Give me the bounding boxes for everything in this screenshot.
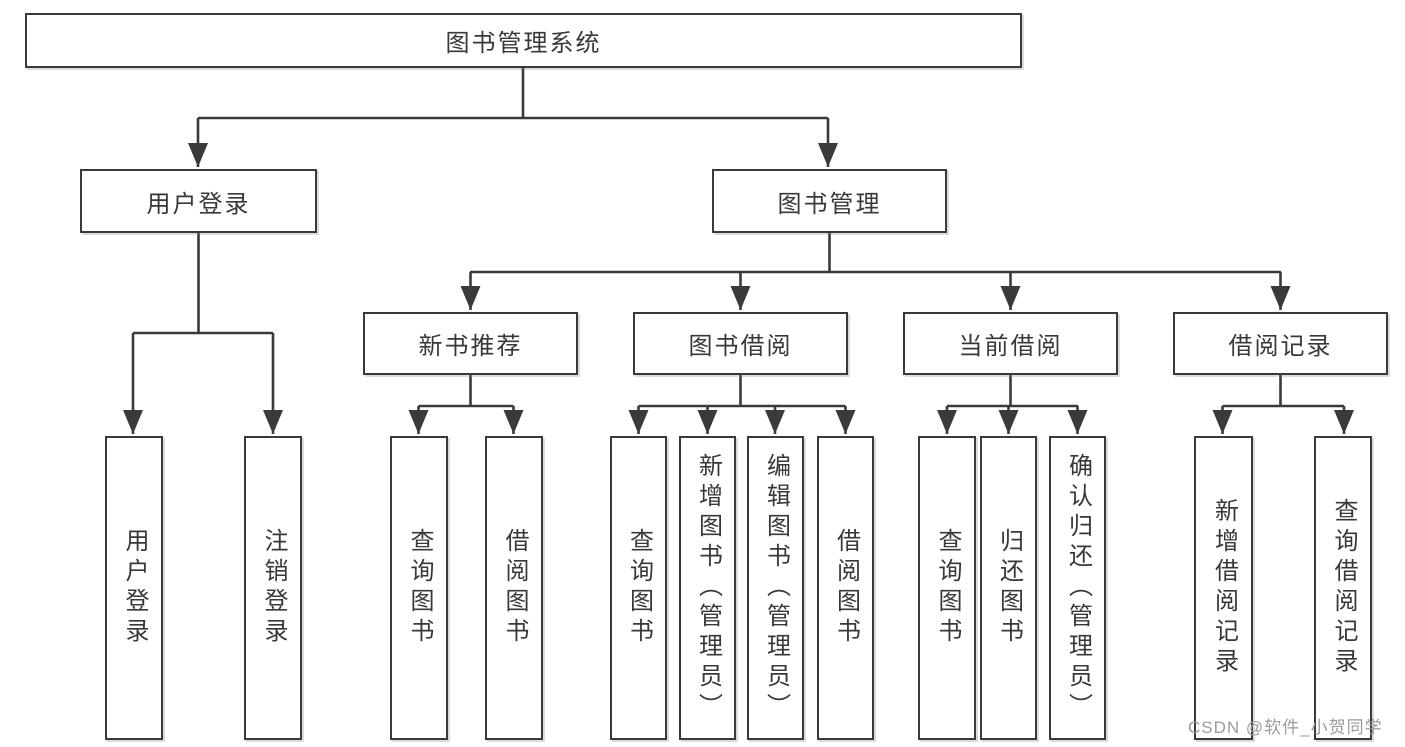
node-label: 图书管理系统 — [445, 30, 602, 57]
leaf-confirm-return-admin: 确认归还（管理员） — [1049, 436, 1106, 740]
leaf-borrow-books-2: 借阅图书 — [817, 436, 874, 740]
node-label: 编辑图书（管理员） — [762, 453, 790, 723]
node-user-login: 用户登录 — [80, 169, 317, 233]
leaf-query-borrow-record: 查询借阅记录 — [1314, 436, 1372, 740]
node-label: 图书借阅 — [688, 333, 793, 360]
node-book-borrowing: 图书借阅 — [633, 312, 848, 375]
node-label: 图书管理 — [777, 190, 882, 218]
node-current-borrowing: 当前借阅 — [903, 312, 1118, 375]
leaf-borrow-books: 借阅图书 — [485, 436, 543, 740]
node-label: 查询图书 — [406, 528, 433, 648]
node-label: 借阅图书 — [832, 528, 860, 648]
node-label: 新增图书（管理员） — [694, 453, 722, 723]
node-label: 查询图书 — [625, 528, 653, 648]
node-label: 新增借阅记录 — [1210, 498, 1238, 678]
node-label: 归还图书 — [995, 528, 1023, 648]
node-label: 查询图书 — [934, 528, 961, 648]
leaf-query-books-2: 查询图书 — [610, 436, 667, 740]
node-label: 查询借阅记录 — [1330, 498, 1357, 678]
tree-lines — [133, 68, 1344, 408]
leaf-query-books-3: 查询图书 — [918, 436, 976, 740]
leaf-return-books: 归还图书 — [980, 436, 1037, 740]
node-new-book-recommendation: 新书推荐 — [363, 312, 578, 375]
node-label: 借阅记录 — [1228, 333, 1333, 360]
node-book-management: 图书管理 — [712, 169, 947, 233]
node-borrowing-records: 借阅记录 — [1173, 312, 1388, 375]
leaf-user-login: 用户登录 — [105, 436, 163, 740]
tree-arrows — [123, 118, 1354, 434]
node-label: 确认归还（管理员） — [1064, 453, 1092, 723]
node-label: 当前借阅 — [958, 333, 1063, 360]
node-label: 新书推荐 — [418, 333, 523, 360]
node-label: 注销登录 — [260, 528, 287, 648]
node-library-management-system: 图书管理系统 — [25, 13, 1022, 68]
node-label: 用户登录 — [146, 190, 251, 218]
node-label: 用户登录 — [121, 528, 148, 648]
leaf-logout: 注销登录 — [244, 436, 302, 740]
node-label: 借阅图书 — [501, 528, 528, 648]
leaf-edit-books-admin: 编辑图书（管理员） — [747, 436, 804, 740]
leaf-add-books-admin: 新增图书（管理员） — [679, 436, 736, 740]
leaf-query-books: 查询图书 — [390, 436, 448, 740]
csdn-watermark: CSDN @软件_小贺同学 — [1188, 718, 1383, 737]
leaf-add-borrow-record: 新增借阅记录 — [1194, 436, 1253, 740]
